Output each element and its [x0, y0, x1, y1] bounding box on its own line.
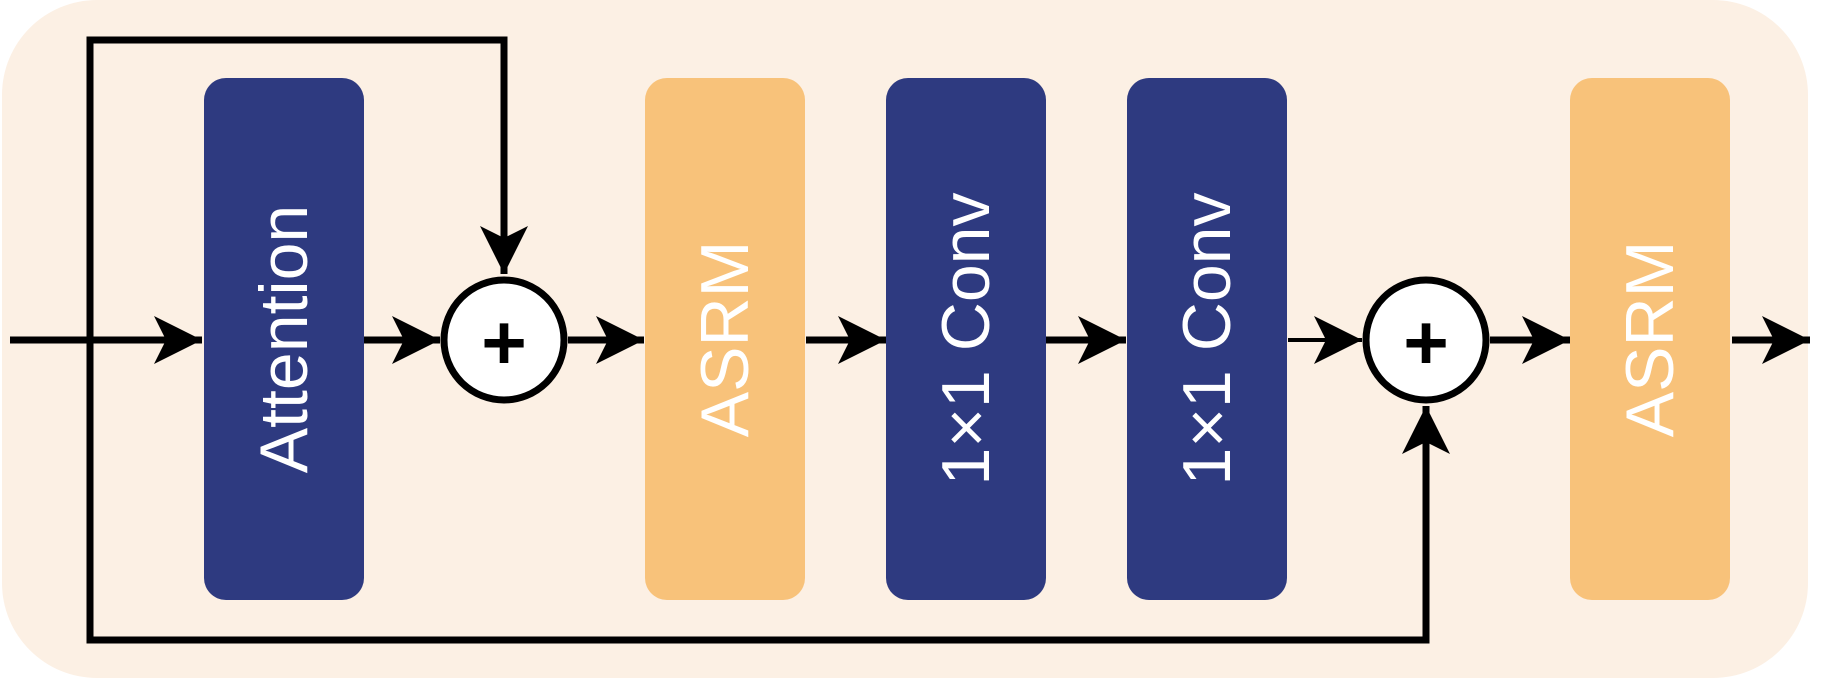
attention-block: Attention: [204, 78, 364, 600]
plus-icon: +: [1403, 298, 1449, 386]
conv-label-2: 1×1 Conv: [1169, 193, 1245, 486]
add-operator-2: +: [1362, 276, 1490, 404]
conv-block-1: 1×1 Conv: [886, 78, 1046, 600]
conv-block-2: 1×1 Conv: [1127, 78, 1287, 600]
attention-label: Attention: [246, 205, 322, 473]
asrm-label-1: ASRM: [687, 241, 763, 437]
asrm-label-2: ASRM: [1612, 241, 1688, 437]
add-operator-1: +: [440, 276, 568, 404]
conv-label-1: 1×1 Conv: [928, 193, 1004, 486]
skip-connection-top: [86, 36, 528, 340]
plus-icon: +: [481, 298, 527, 386]
asrm-block-1: ASRM: [645, 78, 805, 600]
skip-connection-bottom: [86, 340, 1450, 644]
asrm-block-2: ASRM: [1570, 78, 1730, 600]
